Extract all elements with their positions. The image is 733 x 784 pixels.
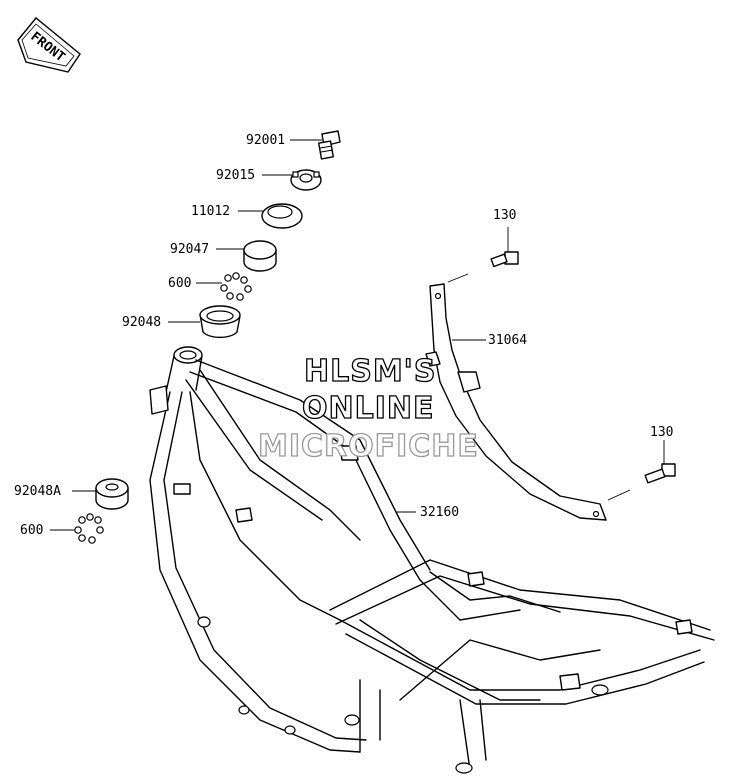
front-arrow-badge: FRONT [17, 17, 81, 73]
part-label-130-upper: 130 [493, 208, 516, 223]
part-label-92048: 92048 [122, 315, 161, 330]
part-label-130-lower: 130 [650, 425, 673, 440]
nut-92015-icon [290, 169, 322, 191]
balls-600-lower-icon [74, 513, 104, 544]
damper-92047-icon [243, 240, 277, 272]
part-label-92001: 92001 [246, 133, 285, 148]
part-label-11012: 11012 [191, 204, 230, 219]
bolt-130-upper-icon [490, 251, 519, 268]
main-frame-32160 [149, 346, 715, 774]
watermark-line-2: ONLINE [302, 391, 435, 426]
bracket-31064-icon [425, 283, 607, 521]
bolt-130-lower-icon [644, 463, 676, 484]
collar-11012-icon [261, 203, 303, 229]
cup-92048-icon [199, 305, 241, 339]
watermark-line-3: MICROFICHE [258, 429, 479, 464]
part-label-600-lower: 600 [20, 523, 43, 538]
part-label-92048A: 92048A [14, 484, 61, 499]
part-label-92047: 92047 [170, 242, 209, 257]
leader-130-lower-dash [607, 489, 631, 501]
damper-92048A-icon [95, 478, 129, 510]
balls-600-upper-icon [220, 272, 252, 301]
part-label-31064: 31064 [488, 333, 527, 348]
leader-130-upper-dash [447, 273, 469, 283]
part-label-92015: 92015 [216, 168, 255, 183]
part-label-600-upper: 600 [168, 276, 191, 291]
part-label-32160: 32160 [420, 505, 459, 520]
bolt-92001-icon [318, 130, 341, 160]
watermark-line-1: HLSM'S [304, 354, 436, 389]
